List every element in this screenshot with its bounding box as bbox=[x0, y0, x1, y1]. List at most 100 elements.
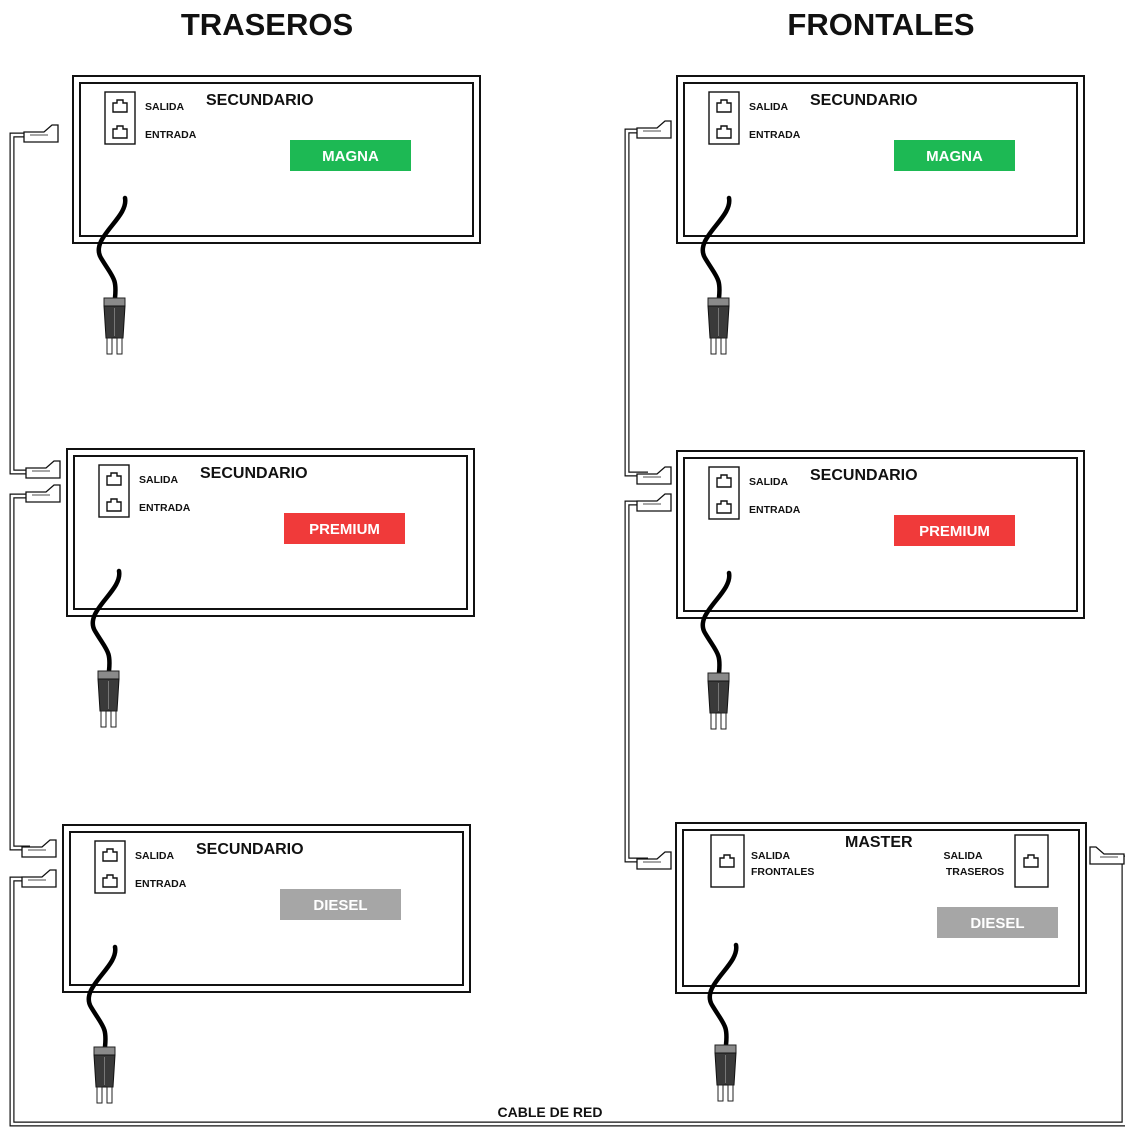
port-label-entrada: ENTRADA bbox=[749, 504, 801, 516]
plug-collar bbox=[714, 1044, 737, 1054]
badge-premium bbox=[284, 513, 405, 544]
connector-body bbox=[25, 484, 61, 503]
rj45-connector-icon bbox=[636, 851, 672, 870]
badge-magna bbox=[894, 140, 1015, 171]
badge-label-diesel: DIESEL bbox=[970, 915, 1024, 932]
device-title-secundario: SECUNDARIO bbox=[196, 841, 304, 858]
badge-label-magna: MAGNA bbox=[322, 148, 379, 165]
header-traseros: TRASEROS bbox=[181, 7, 353, 42]
device-title-secundario: SECUNDARIO bbox=[200, 465, 308, 482]
ethernet-port-icon bbox=[106, 498, 122, 512]
badge-diesel bbox=[937, 907, 1058, 938]
port-label-entrada: ENTRADA bbox=[145, 129, 197, 141]
ethernet-port-icon bbox=[716, 500, 732, 514]
rj45-connector-icon bbox=[636, 120, 672, 139]
plug-prong bbox=[720, 337, 727, 355]
port-label-salida: SALIDA bbox=[135, 850, 175, 862]
plug-prong bbox=[100, 710, 107, 728]
device-secundario-tras-diesel: SALIDA ENTRADA SECUNDARIO DIESEL bbox=[62, 824, 471, 1104]
network-cable-frontal-1-core bbox=[625, 129, 648, 476]
connector-body bbox=[636, 493, 672, 512]
rj45-connector-icon bbox=[636, 466, 672, 485]
plug-prong bbox=[710, 337, 717, 355]
power-plug-icon bbox=[103, 297, 126, 355]
device-title-secundario: SECUNDARIO bbox=[810, 467, 918, 484]
cable-label-cable-de-red: CABLE DE RED bbox=[497, 1104, 602, 1120]
badge-label-premium: PREMIUM bbox=[309, 521, 380, 538]
plug-collar bbox=[707, 297, 730, 307]
rj45-connector-icon bbox=[21, 869, 57, 888]
ethernet-port-icon bbox=[716, 474, 732, 488]
rj45-connector-icon bbox=[636, 493, 672, 512]
port-label-entrada: ENTRADA bbox=[139, 502, 191, 514]
plug-prong bbox=[106, 1086, 113, 1104]
ethernet-port-icon bbox=[112, 125, 128, 139]
ethernet-port-icon bbox=[112, 99, 128, 113]
rj45-connector-icon bbox=[23, 124, 59, 143]
rj45-connector-icon bbox=[1089, 846, 1125, 865]
plug-collar bbox=[707, 672, 730, 682]
ethernet-port-icon bbox=[716, 125, 732, 139]
network-cable-trasero-1-core bbox=[10, 133, 30, 474]
plug-prong bbox=[727, 1084, 734, 1102]
rj45-connector-icon bbox=[25, 484, 61, 503]
power-plug-icon bbox=[93, 1046, 116, 1104]
ethernet-port-icon bbox=[1023, 854, 1039, 868]
network-cable-frontal-2 bbox=[624, 500, 648, 863]
plug-collar bbox=[103, 297, 126, 307]
badge-magna bbox=[290, 140, 411, 171]
connector-body bbox=[636, 466, 672, 485]
header-frontales: FRONTALES bbox=[787, 7, 974, 42]
power-plug-icon bbox=[707, 672, 730, 730]
plug-prong bbox=[116, 337, 123, 355]
network-cable-frontal-1 bbox=[624, 128, 648, 477]
ethernet-port-icon bbox=[719, 854, 735, 868]
port-panel-frontales bbox=[710, 834, 745, 888]
power-cord bbox=[700, 570, 732, 676]
port-label-entrada: ENTRADA bbox=[749, 129, 801, 141]
plug-collar bbox=[93, 1046, 116, 1056]
device-master-fron-diesel: MASTER SALIDA FRONTALES SALIDA TRASEROS DIESE… bbox=[675, 822, 1087, 1102]
plug-prong bbox=[717, 1084, 724, 1102]
ethernet-port-icon bbox=[716, 99, 732, 113]
ethernet-port-icon bbox=[102, 874, 118, 888]
port-panel-traseros bbox=[1014, 834, 1049, 888]
plug-prong bbox=[720, 712, 727, 730]
device-title-secundario: SECUNDARIO bbox=[810, 92, 918, 109]
badge-premium bbox=[894, 515, 1015, 546]
power-cord bbox=[700, 195, 732, 301]
ethernet-port-icon bbox=[106, 472, 122, 486]
rj45-connector-icon bbox=[21, 839, 57, 858]
power-plug-icon bbox=[97, 670, 120, 728]
plug-collar bbox=[97, 670, 120, 680]
plug-prong bbox=[110, 710, 117, 728]
badge-label-premium: PREMIUM bbox=[919, 523, 990, 540]
badge-diesel bbox=[280, 889, 401, 920]
connector-body bbox=[25, 460, 61, 479]
badge-label-diesel: DIESEL bbox=[313, 897, 367, 914]
device-title-master: MASTER bbox=[845, 834, 913, 851]
device-title-secundario: SECUNDARIO bbox=[206, 92, 314, 109]
badge-label-magna: MAGNA bbox=[926, 148, 983, 165]
device-secundario-fron-magna: SALIDA ENTRADA SECUNDARIO MAGNA bbox=[676, 75, 1085, 355]
ethernet-port-icon bbox=[102, 848, 118, 862]
connector-body bbox=[636, 851, 672, 870]
network-cable-frontal-2-core bbox=[625, 501, 648, 862]
port-label-traseros: TRASEROS bbox=[946, 866, 1004, 878]
rj45-connector-icon bbox=[25, 460, 61, 479]
port-label-salida: SALIDA bbox=[749, 101, 789, 113]
port-label-frontales: FRONTALES bbox=[751, 866, 814, 878]
port-label-salida: SALIDA bbox=[943, 850, 983, 862]
connector-body bbox=[21, 839, 57, 858]
port-label-entrada: ENTRADA bbox=[135, 878, 187, 890]
power-plug-icon bbox=[707, 297, 730, 355]
connector-body bbox=[21, 869, 57, 888]
network-cable-trasero-2 bbox=[9, 493, 30, 851]
power-cord bbox=[90, 568, 122, 674]
port-label-salida: SALIDA bbox=[751, 850, 791, 862]
plug-prong bbox=[96, 1086, 103, 1104]
